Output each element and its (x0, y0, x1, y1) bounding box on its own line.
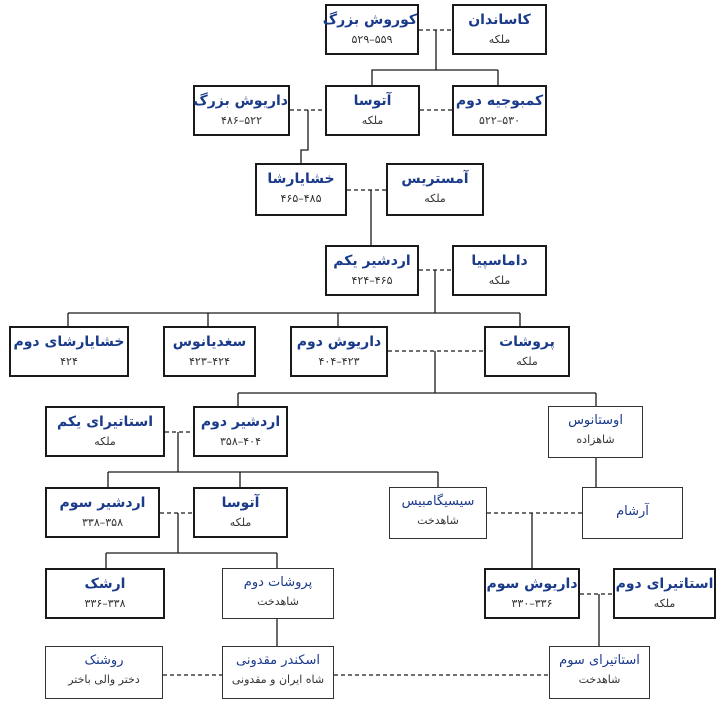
person-title: شاهدخت (257, 595, 299, 608)
person-name: پروشات (499, 334, 555, 350)
person-artaxerxes-ii[interactable]: اردشیر دوم ۴۰۴–۳۵۸ (193, 406, 288, 457)
person-sisygambis[interactable]: سیسیگامبیس شاهدخت (389, 487, 487, 539)
person-name: سغدیانوس (172, 334, 247, 350)
person-stateira-ii[interactable]: استاتیرای دوم ملکه (613, 568, 716, 619)
person-artaxerxes-iii[interactable]: اردشیر سوم ۳۵۸–۳۳۸ (45, 487, 160, 538)
person-damaspia[interactable]: داماسپیا ملکه (452, 245, 547, 296)
person-name: استاتیرای سوم (559, 653, 640, 668)
descent-link (300, 110, 309, 163)
person-name: روشنک (84, 653, 124, 668)
person-title: شاهدخت (578, 673, 621, 686)
person-title: ملکه (424, 192, 446, 205)
person-reign: ۳۳۶–۳۳۰ (511, 597, 553, 610)
person-name: داریوش دوم (296, 334, 382, 350)
person-cyrus-the-great[interactable]: کوروش بزرگ ۵۵۹–۵۲۹ (322, 4, 419, 55)
person-title: ملکه (229, 516, 252, 529)
person-name: کوروش بزرگ (322, 12, 417, 28)
person-reign: ۴۸۵–۴۶۵ (280, 192, 322, 205)
person-name: آمستریس (401, 171, 469, 187)
person-name: استاتیرای یکم (56, 414, 154, 430)
person-roxana[interactable]: روشنک دختر والی باختر (45, 646, 163, 699)
person-darius-the-great[interactable]: داریوش بزرگ ۵۲۲–۴۸۶ (193, 85, 290, 136)
person-name: داماسپیا (471, 253, 528, 269)
person-sogdianus[interactable]: سغدیانوس ۴۲۴–۴۲۳ (163, 326, 256, 377)
person-reign: ۴۲۴ (60, 355, 78, 368)
person-name: اوستانوس (568, 413, 623, 428)
person-amestris[interactable]: آمستریس ملکه (386, 163, 484, 216)
person-name: اردشیر یکم (333, 253, 411, 269)
person-title: ملکه (361, 114, 384, 127)
person-title: شاهزاده (576, 433, 615, 446)
person-ostanes[interactable]: اوستانوس شاهزاده (548, 406, 643, 458)
person-artaxerxes-i[interactable]: اردشیر یکم ۴۶۵–۴۲۴ (325, 245, 419, 296)
person-name: داریوش بزرگ (193, 93, 288, 109)
person-title: دختر والی باختر (68, 673, 140, 686)
person-atossa-ii[interactable]: آتوسا ملکه (193, 487, 288, 538)
person-name: استاتیرای دوم (615, 576, 714, 592)
person-name: آتوسا (221, 495, 260, 511)
person-reign: ۵۲۲–۴۸۶ (221, 114, 262, 127)
person-xerxes-ii[interactable]: خشایارشای دوم ۴۲۴ (9, 326, 129, 377)
person-reign: ۳۳۸–۳۳۶ (84, 597, 126, 610)
person-name: خشایارشای دوم (13, 334, 125, 350)
person-cambyses-ii[interactable]: کمبوجیه دوم ۵۳۰–۵۲۲ (452, 85, 547, 136)
person-title: ملکه (94, 435, 116, 448)
marriage-links (160, 29, 613, 676)
person-reign: ۳۵۸–۳۳۸ (82, 516, 123, 529)
person-reign: ۴۲۴–۴۲۳ (189, 355, 230, 368)
person-arses[interactable]: ارشک ۳۳۸–۳۳۶ (45, 568, 165, 619)
person-title: شاهدخت (417, 514, 459, 527)
person-title: ملکه (488, 33, 511, 46)
person-name: کاساندان (468, 12, 531, 28)
person-reign: ۵۳۰–۵۲۲ (479, 114, 520, 127)
person-title: ملکه (516, 355, 538, 368)
person-name: آتوسا (353, 93, 392, 109)
person-stateira-iii[interactable]: استاتیرای سوم شاهدخت (549, 646, 650, 699)
person-name: اردشیر دوم (200, 414, 281, 430)
descent-link (371, 30, 437, 88)
person-name: داریوش سوم (486, 576, 578, 592)
person-kassandane[interactable]: کاساندان ملکه (452, 4, 547, 55)
person-parysatis-ii[interactable]: پروشات دوم شاهدخت (222, 568, 334, 619)
person-reign: ۴۰۴–۳۵۸ (220, 435, 261, 448)
person-title: ملکه (488, 274, 511, 287)
person-darius-iii[interactable]: داریوش سوم ۳۳۶–۳۳۰ (484, 568, 580, 619)
person-name: ارشک (84, 576, 126, 592)
person-atossa[interactable]: آتوسا ملکه (325, 85, 420, 136)
person-parysatis[interactable]: پروشات ملکه (484, 326, 570, 377)
descent-links (67, 30, 600, 646)
person-name: سیسیگامبیس (401, 494, 475, 509)
person-darius-ii[interactable]: داریوش دوم ۴۲۳–۴۰۴ (290, 326, 388, 377)
person-stateira-i[interactable]: استاتیرای یکم ملکه (45, 406, 165, 457)
person-name: اسکندر مقدونی (236, 653, 320, 668)
person-reign: ۴۲۳–۴۰۴ (318, 355, 360, 368)
person-reign: ۵۵۹–۵۲۹ (351, 33, 393, 46)
person-arsames[interactable]: آرشام (582, 487, 683, 539)
person-alexander[interactable]: اسکندر مقدونی شاه ایران و مقدونی (222, 646, 334, 699)
person-title: ملکه (653, 597, 676, 610)
person-name: کمبوجیه دوم (455, 93, 544, 109)
person-xerxes-i[interactable]: خشایارشا ۴۸۵–۴۶۵ (255, 163, 347, 216)
person-name: خشایارشا (267, 171, 335, 187)
person-title: شاه ایران و مقدونی (231, 673, 325, 686)
person-name: پروشات دوم (243, 575, 313, 590)
person-name: اردشیر سوم (59, 495, 146, 511)
person-name: آرشام (616, 504, 649, 519)
person-reign: ۴۶۵–۴۲۴ (351, 274, 393, 287)
